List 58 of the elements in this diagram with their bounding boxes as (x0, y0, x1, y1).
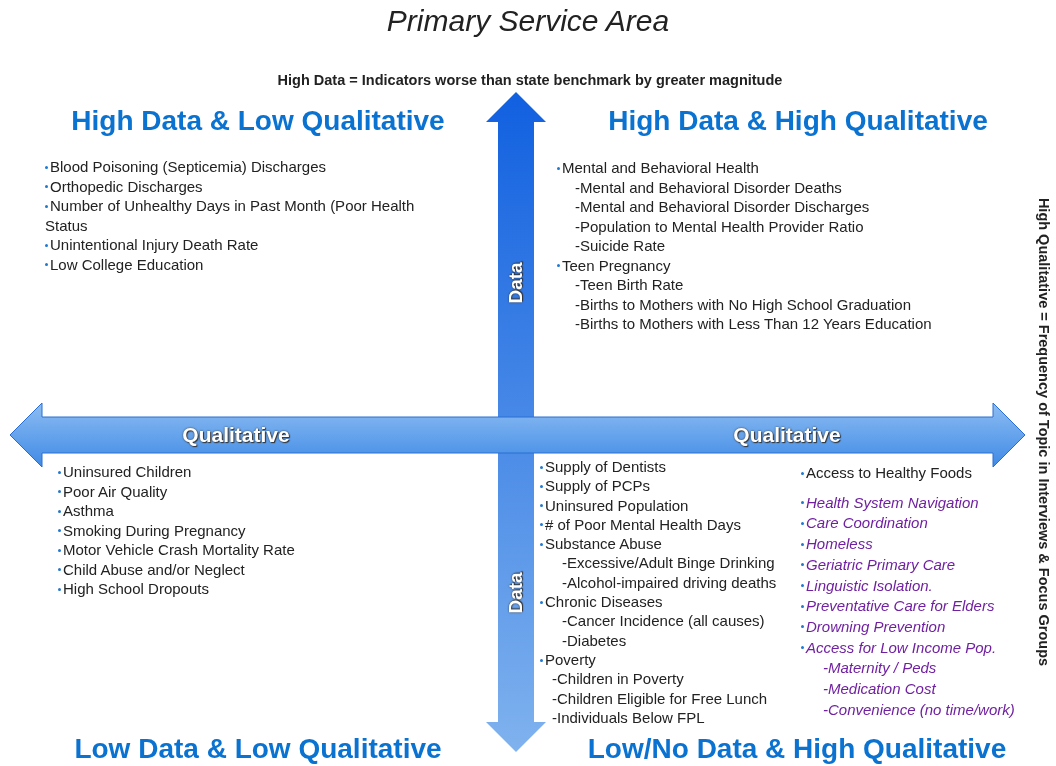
list-item: Smoking During Pregnancy (58, 520, 246, 540)
list-item: # of Poor Mental Health Days (540, 514, 741, 535)
quadrant-heading: Low/No Data & High Qualitative (587, 733, 1007, 765)
list-item: Poverty (540, 649, 596, 670)
list-item: -Individuals Below FPL (552, 707, 705, 728)
list-item: -Children Eligible for Free Lunch (552, 688, 768, 708)
list-item: Geriatric Primary Care (801, 554, 956, 576)
axis-label: Qualitative (733, 423, 841, 447)
list-item: Poor Air Quality (58, 481, 168, 501)
list-item: Child Abuse and/or Neglect (58, 559, 245, 579)
list-item: Asthma (58, 501, 114, 521)
list-item: Access for Low Income Pop. (801, 637, 997, 659)
axis-definition-note: High Data = Indicators worse than state benchmark by greater magnitude (277, 72, 783, 88)
list-item: Preventative Care for Elders (801, 596, 995, 617)
list-item: Mental and Behavioral Health (557, 158, 759, 178)
list-item: Drowning Prevention (801, 616, 946, 638)
list-item: Chronic Diseases (540, 592, 663, 612)
list-item: -Medication Cost (823, 679, 936, 700)
axis-definition-note: High Qualitative = Frequency of Topic in Interviews & Focus Groups (1036, 197, 1052, 667)
axis-label: Data (505, 572, 527, 614)
list-item: Teen Pregnancy (557, 255, 671, 275)
list-item: Low College Education (45, 254, 204, 274)
list-item: Uninsured Children (58, 462, 192, 482)
list-item: High School Dropouts (58, 579, 209, 599)
list-item: Uninsured Population (540, 495, 689, 515)
list-item: Unintentional Injury Death Rate (45, 235, 259, 255)
list-item: -Cancer Incidence (all causes) (562, 611, 765, 631)
list-item: Orthopedic Discharges (45, 176, 203, 196)
list-item: Supply of Dentists (540, 457, 666, 477)
list-item: -Population to Mental Health Provider Ratio (575, 216, 864, 236)
quadrant-heading: High Data & Low Qualitative (71, 105, 445, 137)
diagram-title: Primary Service Area (385, 4, 671, 38)
quadrant-heading: Low Data & Low Qualitative (74, 733, 442, 765)
list-item: Access to Healthy Foods (801, 463, 972, 484)
list-item: Health System Navigation (801, 492, 979, 514)
list-item: Linguistic Isolation. (801, 575, 933, 597)
list-item: -Alcohol-impaired driving deaths (562, 572, 777, 593)
list-item: Motor Vehicle Crash Mortality Rate (58, 540, 295, 560)
axis-label: Data (505, 262, 527, 304)
list-item: -Convenience (no time/work) (823, 699, 1015, 720)
list-item: -Suicide Rate (575, 236, 666, 256)
list-item: -Maternity / Peds (823, 658, 937, 679)
list-item: Substance Abuse (540, 534, 662, 554)
list-item: -Births to Mothers with No High School Graduation (575, 294, 911, 314)
axis-label: Qualitative (182, 423, 290, 447)
list-item: -Births to Mothers with Less Than 12 Years Education (575, 314, 932, 334)
quadrant-heading: High Data & High Qualitative (608, 105, 988, 137)
list-item: Number of Unhealthy Days in Past Month (Poor Health Status (45, 196, 445, 235)
list-item: -Mental and Behavioral Disorder Discharges (575, 197, 870, 217)
list-item: -Diabetes (562, 630, 627, 650)
list-item: -Teen Birth Rate (575, 275, 684, 295)
list-item: -Excessive/Adult Binge Drinking (562, 553, 775, 573)
list-item: Blood Poisoning (Septicemia) Discharges (45, 157, 326, 177)
list-item: Supply of PCPs (540, 476, 651, 496)
list-item: -Children in Poverty (552, 669, 684, 689)
list-item: Homeless (801, 534, 873, 555)
list-item: -Mental and Behavioral Disorder Deaths (575, 177, 842, 197)
list-item: Care Coordination (801, 513, 928, 535)
